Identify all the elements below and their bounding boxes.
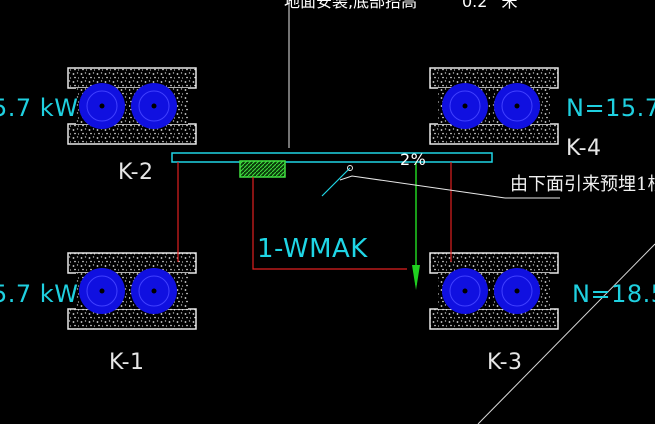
note-leader: [321, 165, 560, 199]
unit-k2-symbol: [67, 67, 197, 145]
drain-line: [412, 162, 420, 290]
unit-k1-power: 5.7 kW: [0, 280, 79, 308]
cable-routes: [177, 162, 452, 270]
circuit-label: 1-WMAK: [257, 234, 368, 264]
boundary-line: [477, 243, 655, 424]
junction-box: [239, 160, 286, 178]
unit-k3-label: K-3: [487, 350, 523, 375]
header-pipe: [171, 152, 493, 163]
embedded-conduit-note: 由下面引来预埋1根: [510, 174, 655, 195]
unit-k3-power: N=18.5: [572, 280, 655, 308]
slope-label: 2%: [400, 150, 427, 169]
unit-k4-label: K-4: [566, 136, 602, 161]
unit-k2-label: K-2: [118, 160, 154, 185]
top-installation-note: 地面安装,底部抬高: [284, 0, 418, 11]
unit-k1-label: K-1: [109, 350, 145, 375]
unit-k2-power: 5.7 kW: [0, 94, 79, 122]
unit-k1-symbol: [67, 252, 197, 330]
unit-k4-symbol: [429, 67, 559, 145]
unit-k3-symbol: [429, 252, 559, 330]
unit-k4-power: N=15.7: [566, 94, 655, 122]
